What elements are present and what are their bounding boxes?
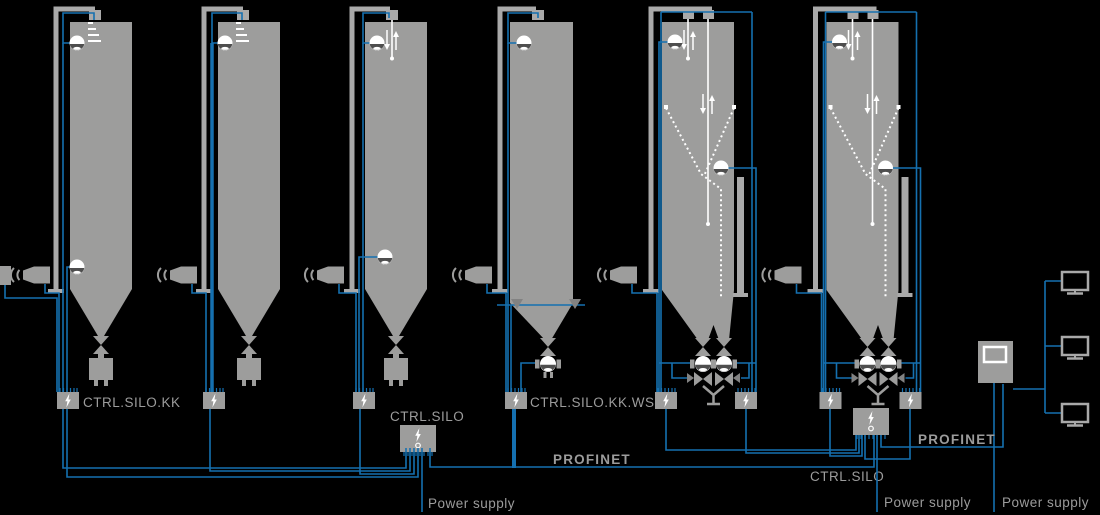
butterfly-valve-icon (540, 338, 556, 356)
power-supply-center-label: Power supply (428, 496, 515, 511)
monitor-icon (1060, 402, 1090, 427)
level-sensor-icon (516, 35, 532, 51)
power-supply-mid-label: Power supply (884, 495, 971, 510)
cable-runs (338, 12, 390, 392)
silo-1: CTRL.SILO.KK (0, 6, 181, 410)
butterfly-valve-icon (241, 336, 257, 354)
central-controller: CTRL.SILO (390, 409, 464, 456)
silo6-controller: CTRL.SILO (810, 408, 889, 484)
plumb-bob-sensor (383, 20, 400, 61)
main-control-box (853, 408, 889, 439)
cable-runs (4, 12, 95, 392)
acoustic-horn-icon (303, 265, 345, 285)
control-box (505, 388, 527, 409)
vibrator-icon (569, 299, 581, 309)
acoustic-horn-icon (451, 265, 493, 285)
power-supply-right-label: Power supply (1002, 495, 1089, 510)
monitor-icon (1060, 270, 1090, 295)
silo4-controller-label: CTRL.SILO.KK.WS (530, 395, 655, 410)
level-sensor-icon (369, 35, 385, 51)
acoustic-horn-icon (9, 265, 52, 285)
profinet-center-label: PROFINET (553, 452, 631, 467)
acoustic-horn-icon (156, 265, 198, 285)
level-sensor-icon (377, 249, 393, 265)
radar-level-sensor-icon (69, 35, 85, 51)
profinet-right-label: PROFINET (918, 432, 996, 447)
discharge-gauge-icon (535, 356, 561, 372)
silo1-controller-label: CTRL.SILO.KK (83, 395, 181, 410)
right-controller-label: CTRL.SILO (810, 469, 884, 484)
butterfly-valve-icon (93, 336, 109, 354)
hmi-panel (978, 341, 1013, 383)
silo-6 (762, 9, 921, 409)
discharge-motor-icon (237, 353, 261, 386)
central-controller-label: CTRL.SILO (390, 409, 464, 424)
vibrator-icon (511, 299, 523, 309)
silo-4: CTRL.SILO.KK.WS (451, 6, 655, 468)
silo-2 (156, 6, 280, 409)
silo-3 (303, 6, 427, 409)
cable-runs (486, 12, 585, 468)
level-sensor-icon (69, 259, 85, 275)
silo-5 (598, 9, 757, 409)
control-box (57, 388, 79, 409)
butterfly-valve-icon (388, 336, 404, 354)
radar-level-sensor-icon (217, 35, 233, 51)
discharge-motor-icon (89, 353, 113, 386)
discharge-motor-icon (384, 353, 408, 386)
cable-runs (191, 12, 243, 392)
monitor-icon (1060, 335, 1090, 360)
control-box (203, 388, 225, 409)
wall-mount (0, 266, 11, 285)
network-wiring (62, 280, 1062, 512)
control-box (353, 388, 375, 409)
hmi-screen-icon (982, 345, 1008, 364)
